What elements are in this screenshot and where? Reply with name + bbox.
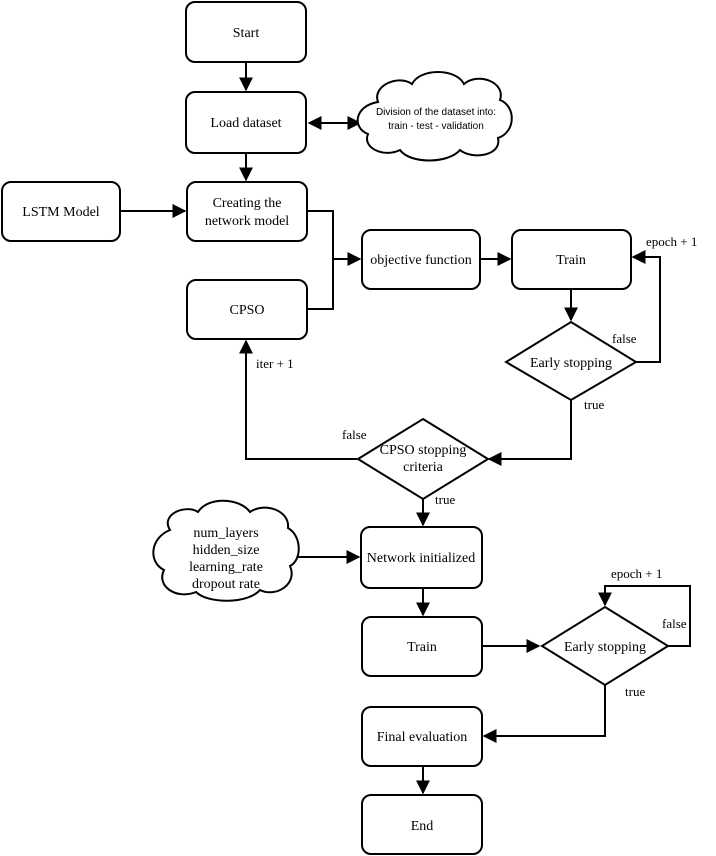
- load-dataset-node: Load dataset: [185, 91, 307, 154]
- division-note-line1: Division of the dataset into:: [376, 107, 496, 118]
- train-label-2: Train: [407, 640, 437, 655]
- label-iter-plus-1: iter + 1: [256, 356, 294, 371]
- creating-model-label-line2: network model: [205, 214, 289, 229]
- label-true-es2: true: [625, 684, 645, 699]
- label-false-cpso: false: [342, 427, 367, 442]
- cpso-stopping-label-line2: criteria: [403, 460, 443, 475]
- final-evaluation-label: Final evaluation: [377, 730, 468, 745]
- train-node-2: Train: [361, 616, 483, 677]
- early-stopping-label-1: Early stopping: [530, 356, 612, 371]
- start-node: Start: [185, 1, 307, 63]
- load-dataset-label: Load dataset: [210, 116, 281, 131]
- params-cloud-node: num_layers hidden_size learning_rate dro…: [152, 499, 300, 602]
- params-line3: learning_rate: [189, 560, 263, 575]
- label-epoch-plus-1-top: epoch + 1: [646, 234, 697, 249]
- edge-es1-true-cpso: [487, 398, 572, 466]
- lstm-model-label: LSTM Model: [22, 205, 100, 220]
- lstm-model-node: LSTM Model: [1, 181, 121, 242]
- params-line2: hidden_size: [193, 543, 260, 558]
- early-stopping-decision-2: Early stopping: [540, 605, 670, 687]
- end-node: End: [361, 794, 483, 855]
- cpso-stopping-decision: CPSO stopping criteria: [356, 417, 490, 501]
- label-false-es2: false: [662, 616, 687, 631]
- cpso-node: CPSO: [186, 279, 308, 340]
- creating-model-label-line1: Creating the: [213, 196, 282, 211]
- label-true-es1: true: [584, 397, 604, 412]
- end-label: End: [411, 819, 434, 834]
- edges: [120, 62, 691, 795]
- label-true-cpso: true: [435, 492, 455, 507]
- early-stopping-decision-1: Early stopping: [504, 320, 638, 402]
- objective-function-label: objective function: [370, 253, 471, 268]
- params-line1: num_layers: [193, 526, 258, 541]
- objective-function-node: objective function: [361, 229, 481, 290]
- division-cloud-node: Division of the dataset into: train - te…: [356, 71, 513, 162]
- cpso-label: CPSO: [229, 303, 264, 318]
- label-false-es1: false: [612, 331, 637, 346]
- network-initialized-label: Network initialized: [367, 551, 475, 566]
- edge-cpso-false-iter: [239, 339, 357, 460]
- params-line4: dropout rate: [192, 577, 260, 592]
- edge-labels: epoch + 1 false true iter + 1 false true…: [256, 234, 697, 699]
- final-evaluation-node: Final evaluation: [361, 706, 483, 767]
- edge-es2-false-loop: [598, 585, 691, 647]
- cpso-stopping-label-line1: CPSO stopping: [380, 443, 467, 458]
- early-stopping-label-2: Early stopping: [564, 640, 646, 655]
- creating-model-node: Creating the network model: [186, 181, 308, 242]
- edge-es1-false-loop: [631, 250, 661, 363]
- start-label: Start: [233, 26, 260, 41]
- network-initialized-node: Network initialized: [360, 526, 483, 589]
- edge-create-cpso-join: [307, 210, 334, 310]
- division-note-line2: train - test - validation: [388, 121, 484, 132]
- label-epoch-plus-1-bottom: epoch + 1: [611, 566, 662, 581]
- train-node-1: Train: [511, 229, 632, 290]
- train-label-1: Train: [556, 253, 586, 268]
- edge-es2-true-final: [482, 685, 606, 743]
